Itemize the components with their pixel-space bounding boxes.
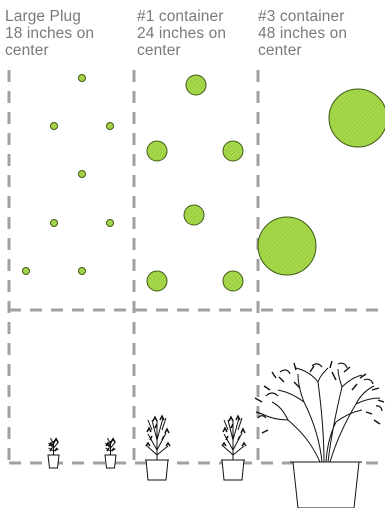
plant-canopy-circle-icon bbox=[23, 268, 30, 275]
plan-view bbox=[23, 75, 385, 292]
plant-canopy-circle-icon bbox=[147, 141, 167, 161]
plant-canopy-circle-icon bbox=[223, 141, 243, 161]
plug-seedling-icon bbox=[105, 438, 116, 468]
plant-canopy-circle-icon bbox=[79, 171, 86, 178]
plant-canopy-circle-icon bbox=[79, 268, 86, 275]
plug-seedling-icon bbox=[48, 438, 59, 468]
potted-shrub-icon bbox=[221, 416, 246, 480]
plant-canopy-circle-icon bbox=[51, 123, 58, 130]
dashed-grid bbox=[9, 70, 385, 465]
plant-canopy-circle-icon bbox=[258, 217, 316, 275]
potted-shrub-icon bbox=[145, 416, 170, 480]
plant-canopy-circle-icon bbox=[147, 271, 167, 291]
plant-canopy-circle-icon bbox=[186, 75, 206, 95]
plant-canopy-circle-icon bbox=[107, 123, 114, 130]
plant-canopy-circle-icon bbox=[51, 220, 58, 227]
plant-canopy-circle-icon bbox=[184, 205, 204, 225]
plant-canopy-circle-icon bbox=[79, 75, 86, 82]
plant-canopy-circle-icon bbox=[107, 220, 114, 227]
plant-canopy-circle-icon bbox=[329, 89, 385, 147]
plant-canopy-circle-icon bbox=[223, 271, 243, 291]
potted-tree-icon bbox=[255, 361, 384, 508]
